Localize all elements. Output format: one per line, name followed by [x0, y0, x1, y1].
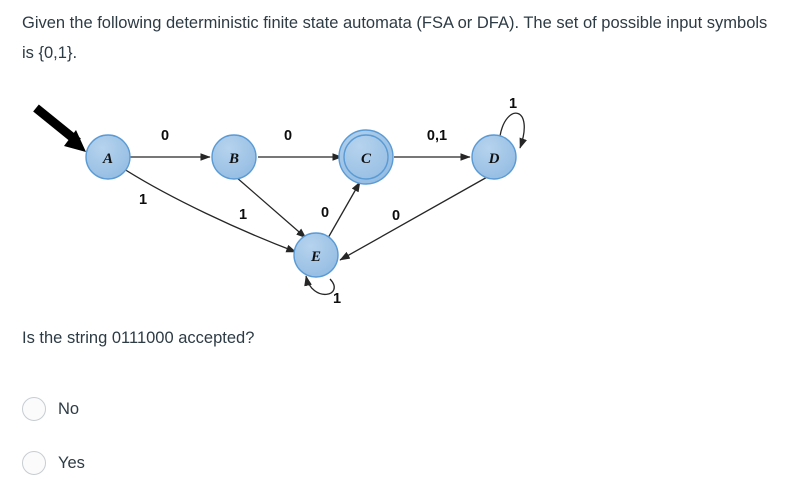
state-node-e: E: [293, 232, 339, 278]
state-label-d: D: [488, 151, 500, 167]
state-node-b: B: [211, 134, 257, 180]
prompt-text: Given the following deterministic finite…: [22, 14, 768, 62]
edge-label-b-c: 0: [284, 128, 292, 144]
radio-button-yes[interactable]: [22, 451, 46, 475]
state-label-c: C: [361, 151, 372, 167]
edge-label-e-c: 0: [321, 205, 329, 221]
edge-d-e: [339, 175, 490, 261]
edge-label-d-e: 0: [392, 208, 400, 224]
state-label-b: B: [228, 151, 239, 167]
edge-a-e: [123, 168, 297, 253]
edge-e-self-loop: [304, 275, 335, 296]
edge-d-self-loop: [499, 112, 527, 149]
edge-label-a-b: 0: [161, 128, 169, 144]
transition-edges: [123, 112, 527, 296]
option-row-no[interactable]: No: [22, 382, 422, 436]
edge-b-e: [235, 176, 307, 239]
answer-options: No Yes: [22, 382, 422, 490]
state-label-e: E: [310, 249, 321, 265]
state-node-c: C: [338, 129, 394, 185]
radio-button-no[interactable]: [22, 397, 46, 421]
state-node-a: A: [85, 134, 131, 180]
edge-label-e-self: 1: [333, 291, 341, 307]
option-label-yes: Yes: [58, 453, 85, 472]
option-label-no: No: [58, 399, 80, 418]
question-text: Is the string 0111000 accepted?: [22, 329, 255, 347]
fsa-diagram: A B C D E 0 1 0 1 0,1 0 0 1 1: [10, 80, 590, 320]
edge-e-c: [327, 181, 361, 239]
edge-label-c-d: 0,1: [427, 128, 447, 144]
start-arrow-icon: [33, 104, 86, 152]
state-label-a: A: [102, 151, 113, 167]
edge-label-d-self: 1: [509, 96, 517, 112]
edge-label-a-e: 1: [139, 192, 147, 208]
state-node-d: D: [471, 134, 517, 180]
option-row-yes[interactable]: Yes: [22, 436, 422, 490]
edge-label-b-e: 1: [239, 207, 247, 223]
